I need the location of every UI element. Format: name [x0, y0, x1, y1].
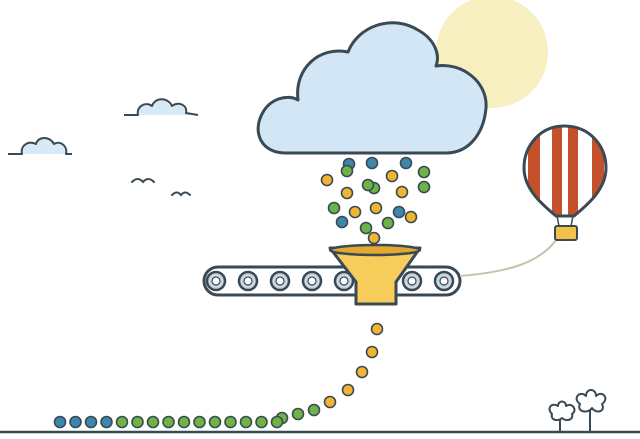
- ground-dot: [100, 415, 113, 429]
- output-dot: [291, 407, 305, 421]
- conveyor-roller-hub: [339, 276, 349, 286]
- ground-dot: [162, 415, 175, 429]
- cloud-icon: [256, 21, 488, 155]
- output-dot: [323, 395, 337, 409]
- ground-dot: [69, 415, 82, 429]
- ground-dot: [177, 415, 191, 429]
- output-dot: [370, 322, 384, 336]
- ground-dot: [131, 415, 144, 429]
- conveyor-roller-hub: [307, 276, 317, 286]
- bird-icon: [171, 191, 191, 197]
- output-dot: [341, 383, 355, 397]
- falling-dot: [381, 216, 395, 230]
- falling-dot: [369, 201, 383, 215]
- falling-dot: [361, 178, 375, 192]
- falling-dot: [327, 201, 341, 215]
- ground-dot: [270, 415, 284, 429]
- ground-data-dots: [53, 415, 284, 429]
- plant-icon: [548, 400, 576, 432]
- falling-dot: [365, 156, 379, 170]
- conveyor-belt-icon: [202, 265, 462, 297]
- falling-dot: [385, 169, 399, 183]
- falling-dot: [395, 185, 409, 199]
- hot-air-balloon-icon: [522, 124, 608, 241]
- falling-dot: [392, 205, 406, 219]
- funnel-icon: [328, 243, 422, 306]
- ground-dot: [53, 415, 67, 429]
- falling-dot: [417, 165, 431, 179]
- ground-dot: [255, 415, 268, 429]
- falling-dot: [340, 164, 354, 178]
- falling-dot: [340, 186, 354, 200]
- falling-dot: [399, 156, 413, 170]
- conveyor-roller-hub: [275, 276, 285, 286]
- falling-dot: [367, 231, 381, 245]
- plant-icon: [575, 389, 607, 432]
- conveyor-roller-hub: [439, 276, 449, 286]
- ground-dot: [84, 415, 98, 429]
- bird-icon: [131, 178, 155, 184]
- output-data-dots: [275, 322, 384, 425]
- conveyor-roller-hub: [407, 276, 417, 286]
- falling-dot: [359, 221, 373, 235]
- falling-data-dots: [320, 156, 431, 245]
- output-dot: [365, 345, 379, 359]
- ground-dot: [193, 415, 206, 429]
- output-dot: [307, 403, 321, 417]
- output-dot: [355, 365, 369, 379]
- ground-dot: [146, 415, 160, 429]
- ground-dot: [115, 415, 129, 429]
- small-cloud-icon-top: [124, 98, 199, 116]
- conveyor-roller-hub: [211, 276, 221, 286]
- ground-dot: [239, 415, 253, 429]
- falling-dot: [404, 210, 418, 224]
- ground-dot: [224, 415, 237, 429]
- falling-dot: [320, 173, 334, 187]
- conveyor-roller-hub: [243, 276, 253, 286]
- ground-dot: [208, 415, 222, 429]
- falling-dot: [335, 215, 349, 229]
- small-cloud-icon-left: [8, 137, 72, 155]
- falling-dot: [348, 205, 362, 219]
- balloon-rope: [459, 239, 557, 277]
- falling-dot: [417, 180, 431, 194]
